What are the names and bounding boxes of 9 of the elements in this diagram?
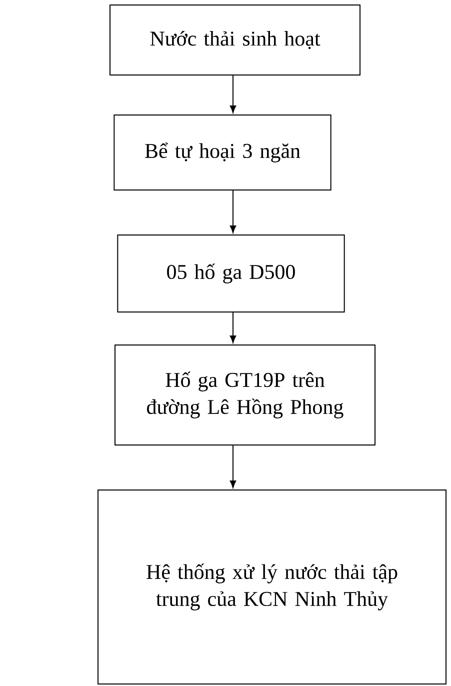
arrow: [230, 312, 236, 343]
arrow: [230, 190, 236, 233]
process-box: 05 hố ga D500: [117, 234, 345, 312]
process-box: Bể tự hoại 3 ngăn: [114, 114, 332, 190]
process-box: Hệ thống xử lý nước thải tập trung của KCN Ninh Thủy: [98, 490, 446, 684]
process-box: Hố ga GT19P trên đường Lê Hồng Phong: [114, 344, 376, 446]
process-box: Nước thải sinh hoạt: [110, 4, 360, 76]
arrow: [230, 445, 236, 488]
arrow: [230, 75, 236, 113]
